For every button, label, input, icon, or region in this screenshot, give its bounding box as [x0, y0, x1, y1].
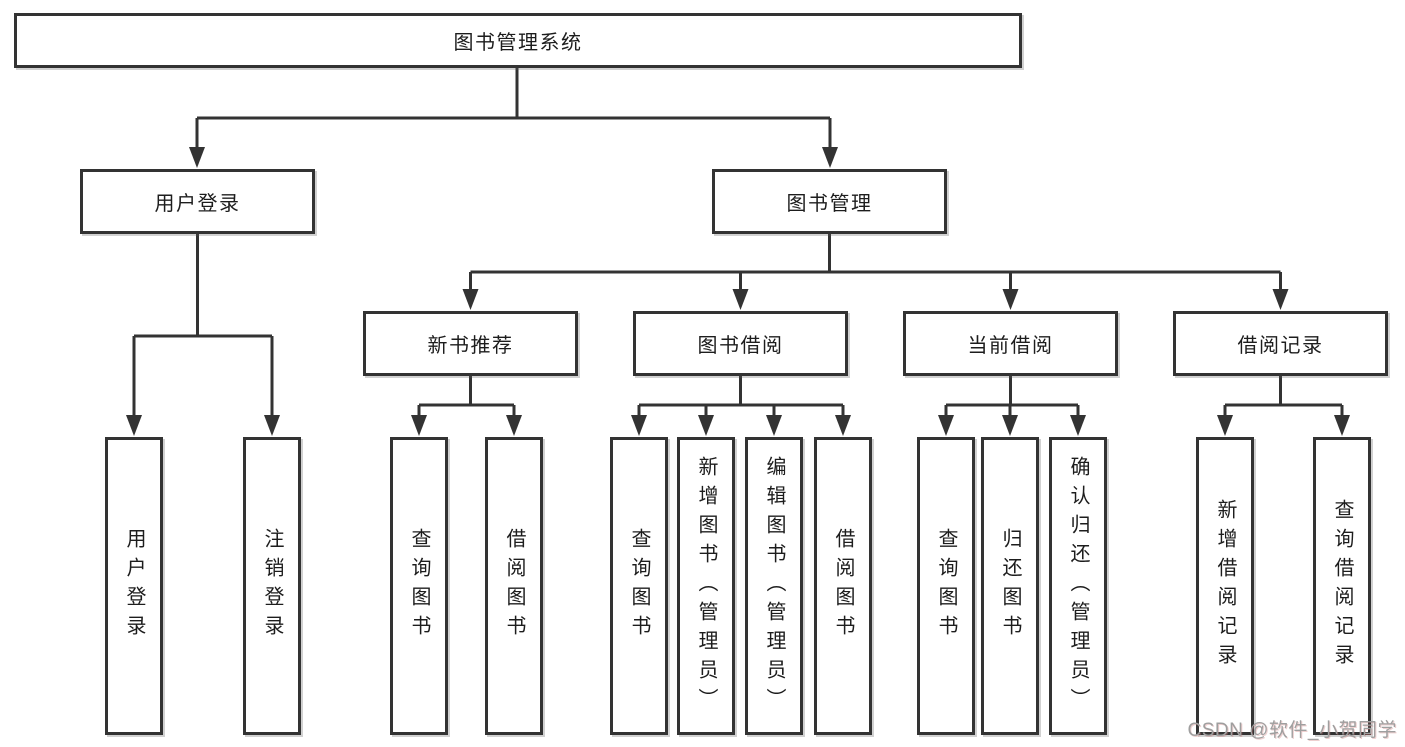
leaf-confirm-return-admin: 确认归还（管理员） — [1049, 437, 1107, 735]
leaf-logout: 注销登录 — [243, 437, 301, 735]
leaf-user-login-label: 用户登录 — [123, 528, 145, 644]
node-user-login: 用户登录 — [80, 169, 315, 234]
leaf-edit-book-admin-label: 编辑图书（管理员） — [763, 455, 785, 717]
leaf-add-borrow-record: 新增借阅记录 — [1196, 437, 1254, 735]
node-borrow-record-label: 借阅记录 — [1237, 335, 1324, 357]
node-root-label: 图书管理系统 — [453, 32, 583, 54]
leaf-return-book: 归还图书 — [981, 437, 1039, 735]
leaf-query-book-2: 查询图书 — [610, 437, 668, 735]
node-user-login-label: 用户登录 — [154, 193, 241, 215]
node-new-book-recommend: 新书推荐 — [363, 311, 578, 376]
leaf-query-book-2-label: 查询图书 — [628, 528, 650, 644]
node-root: 图书管理系统 — [14, 13, 1022, 68]
leaf-borrow-book-2: 借阅图书 — [814, 437, 872, 735]
connector-root-to-level2 — [189, 68, 838, 168]
leaf-edit-book-admin: 编辑图书（管理员） — [745, 437, 803, 735]
leaf-add-book-admin: 新增图书（管理员） — [677, 437, 735, 735]
leaf-user-login: 用户登录 — [105, 437, 163, 735]
leaf-query-book-1: 查询图书 — [390, 437, 448, 735]
csdn-watermark: CSDN @软件_小贺同学 — [1187, 720, 1397, 741]
connector-newbookrec-to-leaves — [411, 376, 522, 436]
leaf-query-book-3-label: 查询图书 — [935, 528, 957, 644]
connector-bookmgmt-to-level3 — [462, 234, 1289, 310]
node-current-borrow: 当前借阅 — [903, 311, 1118, 376]
node-book-management: 图书管理 — [712, 169, 947, 234]
leaf-query-borrow-record-label: 查询借阅记录 — [1331, 499, 1353, 673]
leaf-logout-label: 注销登录 — [261, 528, 283, 644]
node-borrow-record: 借阅记录 — [1173, 311, 1388, 376]
leaf-borrow-book-1: 借阅图书 — [485, 437, 543, 735]
leaf-borrow-book-2-label: 借阅图书 — [832, 528, 854, 644]
leaf-borrow-book-1-label: 借阅图书 — [503, 528, 525, 644]
connector-borrowrecord-to-leaves — [1217, 376, 1350, 436]
leaf-add-borrow-record-label: 新增借阅记录 — [1214, 499, 1236, 673]
leaf-return-book-label: 归还图书 — [999, 528, 1021, 644]
node-new-book-recommend-label: 新书推荐 — [427, 335, 514, 357]
node-current-borrow-label: 当前借阅 — [967, 335, 1054, 357]
leaf-confirm-return-admin-label: 确认归还（管理员） — [1067, 455, 1089, 717]
leaf-add-book-admin-label: 新增图书（管理员） — [695, 455, 717, 717]
node-book-borrow: 图书借阅 — [633, 311, 848, 376]
connector-currentborrow-to-leaves — [938, 376, 1086, 436]
leaf-query-book-3: 查询图书 — [917, 437, 975, 735]
leaf-query-borrow-record: 查询借阅记录 — [1313, 437, 1371, 735]
connector-userlogin-to-leaves — [126, 234, 280, 436]
leaf-query-book-1-label: 查询图书 — [408, 528, 430, 644]
node-book-management-label: 图书管理 — [786, 193, 873, 215]
node-book-borrow-label: 图书借阅 — [697, 335, 784, 357]
connector-bookborrow-to-leaves — [631, 376, 851, 436]
